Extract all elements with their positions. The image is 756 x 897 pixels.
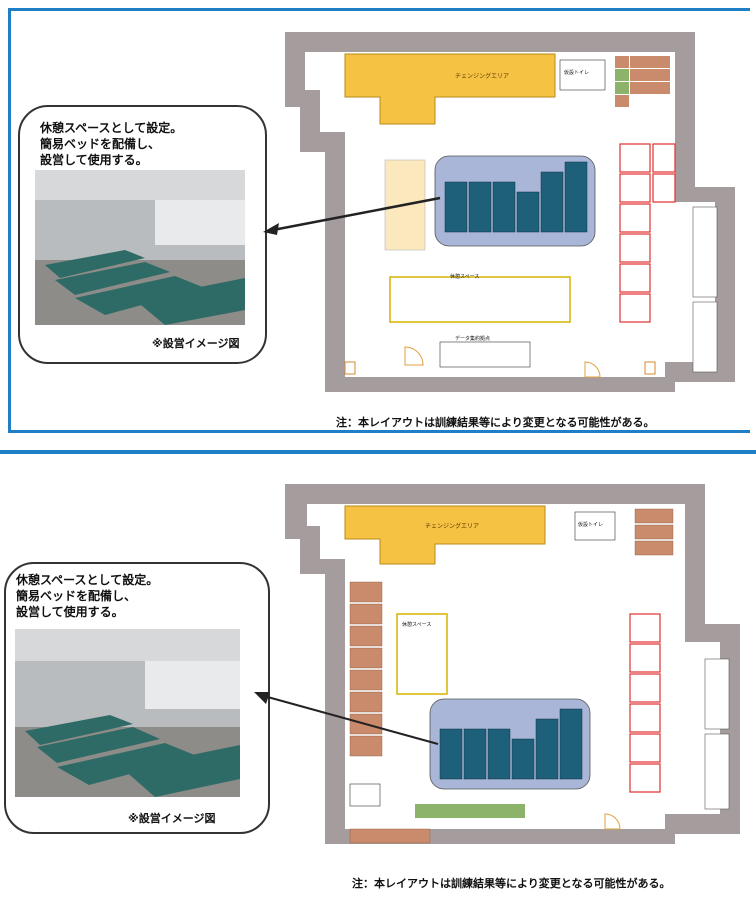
bottom-floor-plan: チェンジングエリア 仮設トイレ 休憩スペース [285, 484, 740, 844]
bottom-photo-caption: ※設営イメージ図 [128, 812, 216, 825]
bottom-floor-area [307, 504, 720, 829]
svg-text:休憩スペース: 休憩スペース [402, 621, 431, 628]
bottom-callout-text: 休憩スペースとして設定。 簡易ベッドを配備し、 設営して使用する。 [16, 573, 159, 619]
top-locker-group [619, 143, 676, 323]
top-bed-group [444, 161, 588, 233]
bottom-setup-photo [15, 629, 240, 797]
bottom-layout-note: 注：本レイアウトは訓練結果等により変更となる可能性がある。 [352, 877, 671, 890]
top-toilet-block [559, 59, 606, 91]
bottom-bed-group [439, 708, 583, 780]
top-pointer-arrow [263, 196, 441, 235]
top-floor-plan: チェンジングエリア 仮設トイレ 休憩ス [285, 32, 735, 392]
bottom-changing-area [344, 505, 546, 565]
svg-text:仮設トイレ: 仮設トイレ [564, 69, 589, 76]
top-setup-photo [35, 170, 245, 325]
top-shelf-group [615, 56, 670, 107]
svg-text:休憩スペース: 休憩スペース [450, 273, 479, 280]
top-panel-frame [8, 8, 750, 433]
bottom-changing-label: チェンジングエリア [425, 522, 479, 530]
top-data-center [439, 341, 531, 368]
bottom-pointer-arrow [254, 692, 439, 745]
top-changing-area [344, 53, 556, 125]
bottom-rest-space [396, 613, 448, 695]
bottom-shelf-group [349, 508, 674, 844]
svg-text:データ集約拠点: データ集約拠点 [455, 335, 490, 342]
top-desk-rows [384, 159, 571, 323]
panel-separator [0, 450, 756, 454]
top-layout-note: 注：本レイアウトは訓練結果等により変更となる可能性がある。 [336, 416, 655, 429]
top-changing-label: チェンジングエリア [455, 72, 509, 80]
svg-text:仮設トイレ: 仮設トイレ [578, 521, 603, 528]
top-photo-caption: ※設営イメージ図 [152, 337, 240, 350]
bottom-locker-group [629, 613, 661, 793]
bottom-toilet-block [574, 511, 616, 541]
bottom-layout-panel: チェンジングエリア 仮設トイレ 休憩スペース [0, 462, 756, 897]
bottom-plant-row [415, 804, 525, 818]
top-layout-panel: チェンジングエリア 仮設トイレ 休憩ス [0, 0, 756, 440]
top-callout-text: 休憩スペースとして設定。 簡易ベッドを配備し、 設営して使用する。 [40, 121, 183, 167]
